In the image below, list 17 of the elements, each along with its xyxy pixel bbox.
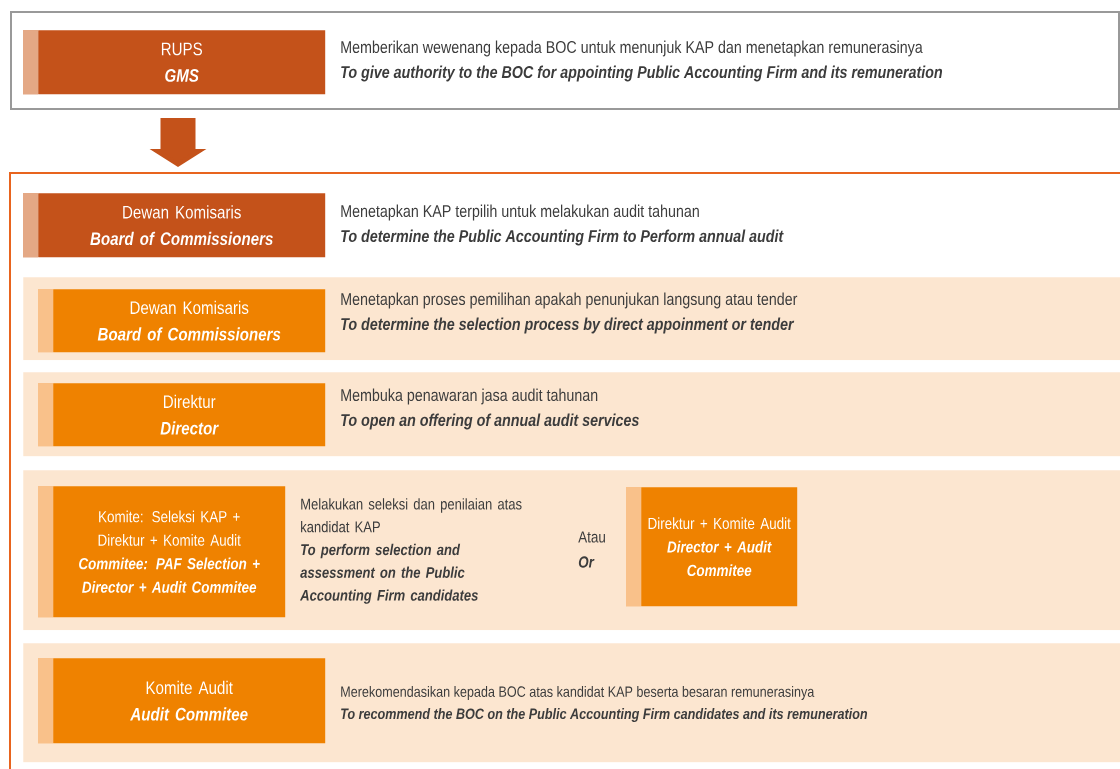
role-box: Dewan Komisaris Board of Commissioners bbox=[38, 289, 326, 353]
description-text: Merekomendasikan kepada BOC atas kandidat KAP beserta besaran remunerasinya To recommend the BOC on the Public Accounting Firm candidates and its remuneration bbox=[341, 685, 868, 723]
process-frame bbox=[10, 11, 1120, 110]
or-label: Atau bbox=[578, 531, 605, 543]
role-box: Dewan Komisaris Board of Commissioners bbox=[23, 193, 326, 258]
description-text: Menetapkan KAP terpilih untuk melakukan audit tahunan To determine the Public Accounting Firm to Perform annual audit bbox=[341, 204, 784, 246]
description-text: Membuka penawaran jasa audit tahunan To open an offering of annual audit services bbox=[341, 388, 639, 430]
role-box: Direktur + Komite Audit Director + Audit Commitee bbox=[626, 487, 798, 607]
role-box: Direktur Director bbox=[38, 383, 326, 447]
role-box: RUPS GMS bbox=[23, 30, 326, 95]
role-box: Komite: Seleksi KAP + Direktur + Komite Audit Commitee: PAF Selection + Director + Audit Commitee bbox=[38, 486, 286, 618]
description-text: Melakukan seleksi dan penilaian atas kandidat KAP To perform selection and assessment on the Public Accounting Firm candidates bbox=[299, 498, 522, 604]
role-box: Komite Audit Audit Commitee bbox=[38, 658, 326, 744]
description-text: Menetapkan proses pemilihan apakah penunjukan langsung atau tender To determine the selection process by direct appoinment or tender bbox=[341, 292, 798, 334]
or-label: Or bbox=[578, 556, 595, 568]
description-text: Memberikan wewenang kepada BOC untuk menunjuk KAP dan menetapkan remunerasinya To give authority to the BOC for appointing Public Accounting Firm and its remuneration bbox=[341, 40, 943, 82]
process-frame bbox=[9, 172, 1120, 769]
